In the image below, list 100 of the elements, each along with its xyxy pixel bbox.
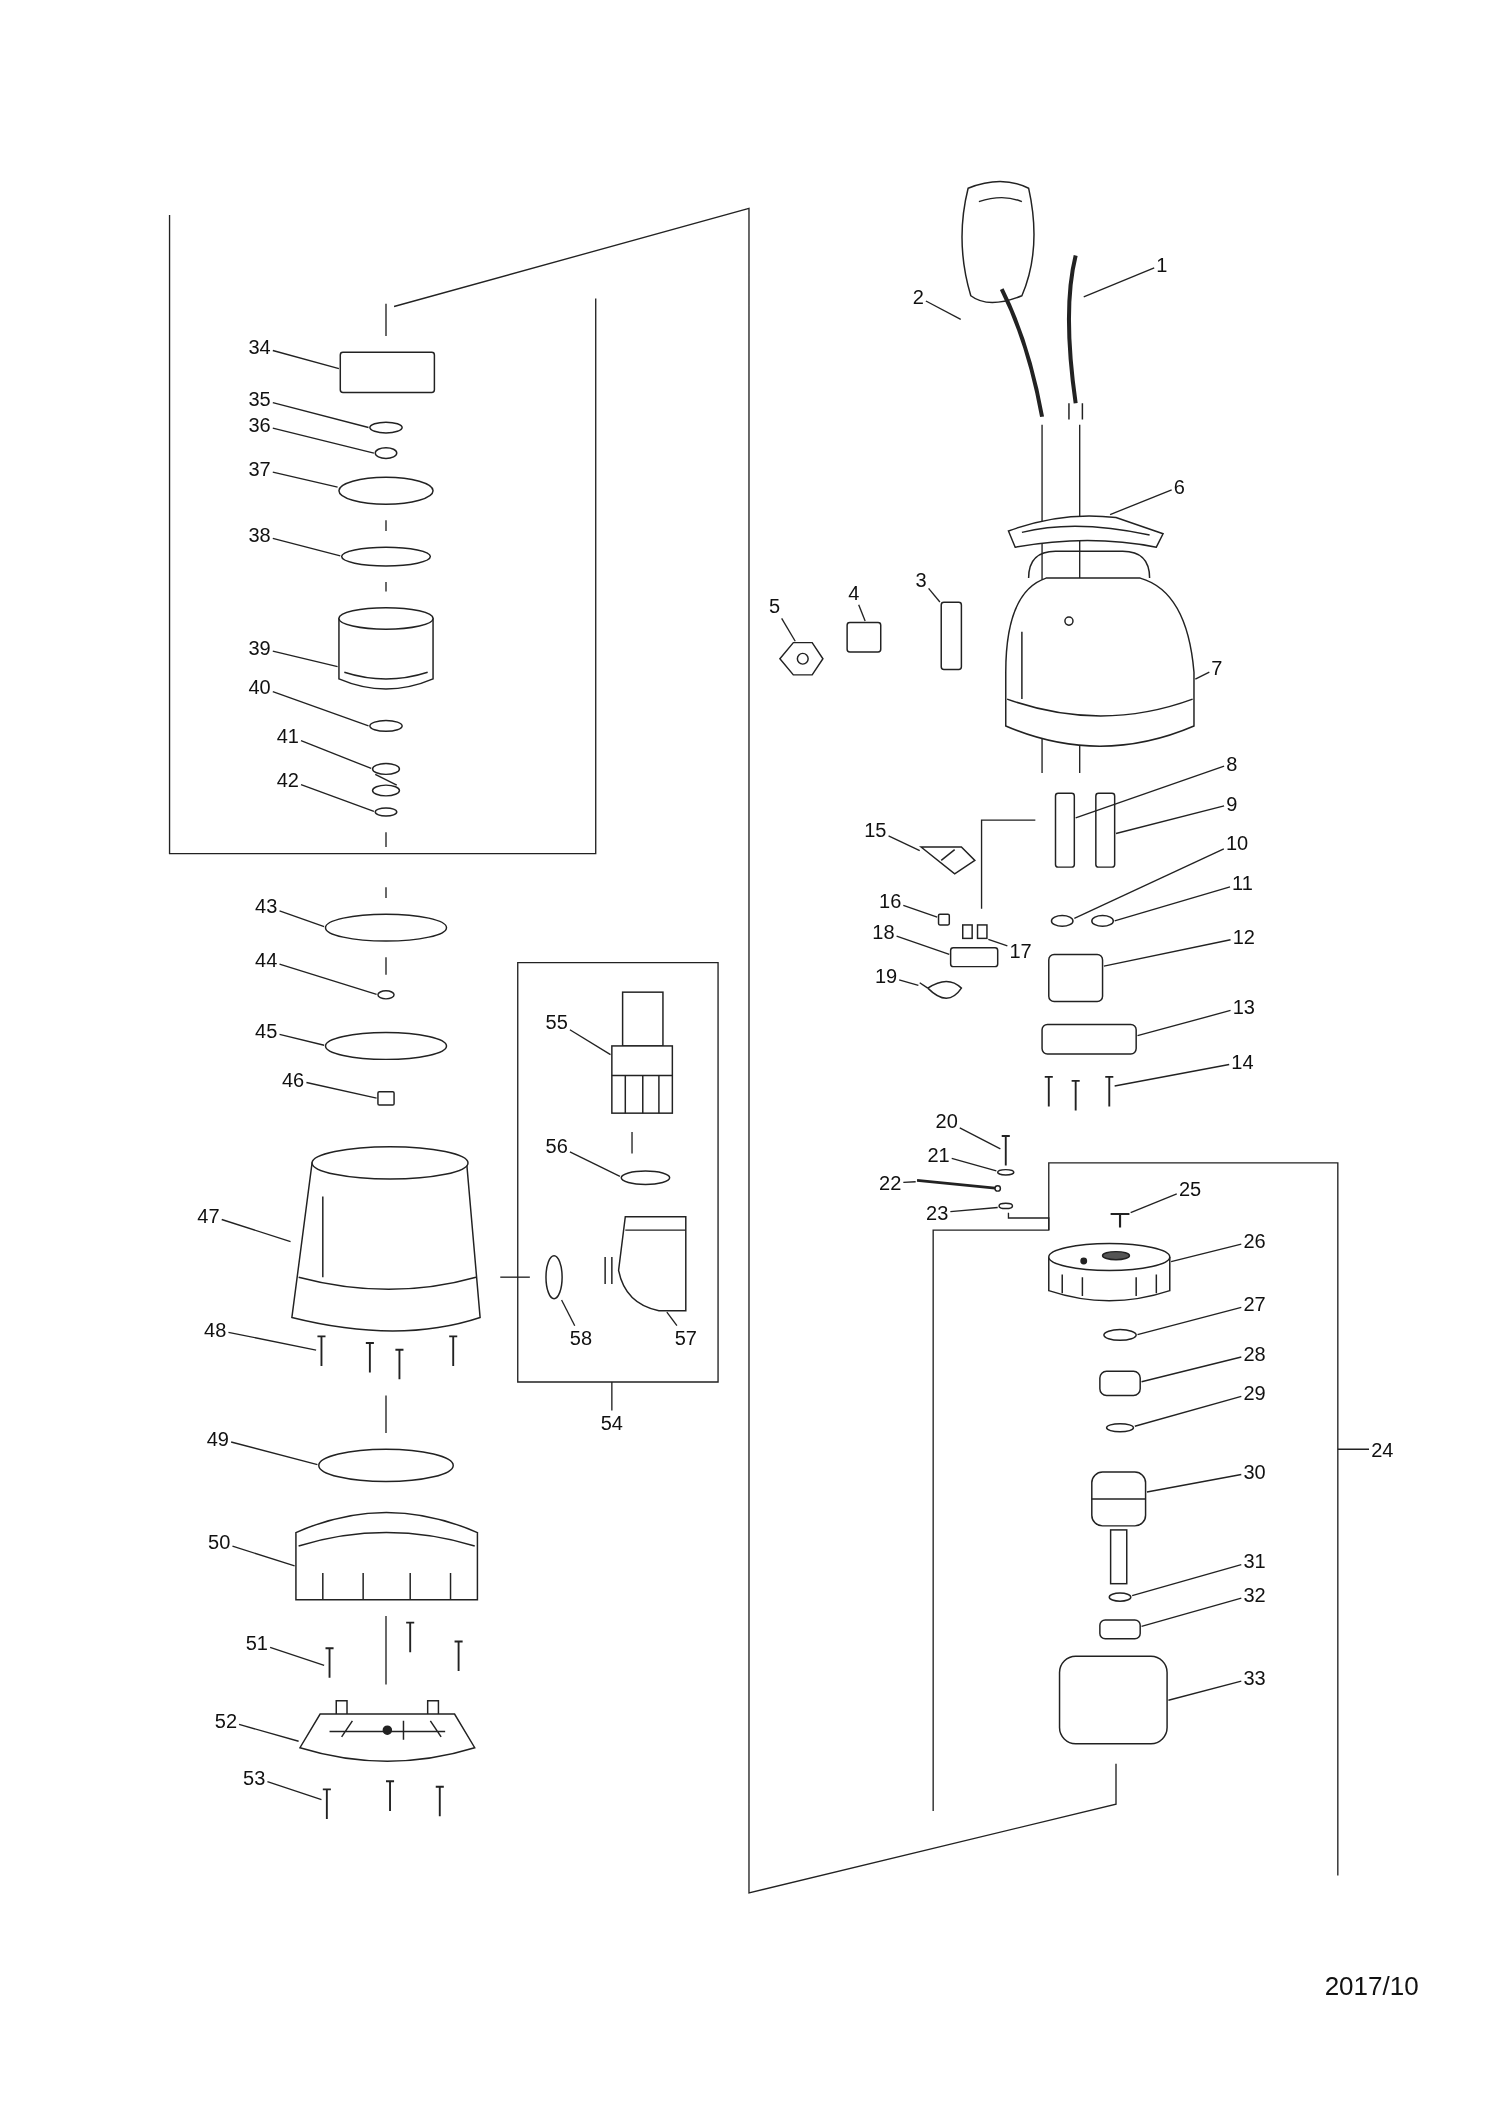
leader-line xyxy=(902,1181,917,1184)
rotor-drawing xyxy=(1091,1471,1147,1585)
callout-number: 25 xyxy=(1176,1176,1204,1201)
foot-drawing xyxy=(299,1699,476,1762)
callout-number: 24 xyxy=(1369,1437,1396,1462)
stator-drawing xyxy=(1058,1655,1168,1745)
leader-line xyxy=(278,963,378,996)
knob-drawing xyxy=(778,641,824,676)
seal-drawing xyxy=(369,719,403,733)
grommet-drawing xyxy=(1091,914,1115,927)
callout-number: 34 xyxy=(246,334,273,359)
cup-drawing xyxy=(338,606,434,690)
callout-number: 33 xyxy=(1241,1666,1268,1691)
leader-line xyxy=(1194,671,1210,680)
callout-number: 8 xyxy=(1224,751,1240,776)
leader-line xyxy=(238,1723,300,1742)
callout-number: 4 xyxy=(846,581,862,605)
callout-number: 43 xyxy=(253,894,280,919)
leader-line xyxy=(1136,1306,1242,1336)
callout-number: 45 xyxy=(253,1019,280,1044)
cord-drawing xyxy=(1066,255,1084,421)
leader-line xyxy=(1167,1680,1242,1701)
leader-line xyxy=(305,1081,378,1099)
leader-line xyxy=(278,1033,325,1046)
callout-number: 55 xyxy=(543,1009,570,1034)
cover-drawing xyxy=(1048,1242,1171,1302)
callout-number: 54 xyxy=(598,1410,625,1435)
screw-drawing xyxy=(324,1621,464,1679)
leader-line xyxy=(611,1381,613,1412)
leader-line xyxy=(1134,1395,1242,1427)
callout-number: 37 xyxy=(246,457,273,482)
leader-line xyxy=(300,739,372,770)
callout-number: 7 xyxy=(1209,656,1225,681)
hose-adapter-drawing xyxy=(611,991,674,1114)
float-switch-drawing xyxy=(961,180,1045,418)
leader-line xyxy=(887,835,921,852)
leader-line xyxy=(230,1441,319,1466)
holder-drawing xyxy=(846,621,882,653)
leader-line xyxy=(569,1151,621,1177)
callout-number: 26 xyxy=(1241,1229,1268,1254)
callout-number: 36 xyxy=(246,412,273,437)
callout-number: 20 xyxy=(933,1109,960,1134)
callout-number: 21 xyxy=(925,1143,952,1168)
callout-number: 5 xyxy=(766,594,783,619)
leader-line xyxy=(272,537,341,557)
callout-number: 14 xyxy=(1229,1050,1256,1075)
date-code: 2017/10 xyxy=(1324,1971,1419,2003)
callout-number: 27 xyxy=(1241,1292,1268,1317)
callout-number: 12 xyxy=(1230,925,1257,950)
nut-drawing xyxy=(374,446,398,460)
leader-line xyxy=(272,471,339,488)
callout-number: 16 xyxy=(877,888,904,913)
cap-drawing xyxy=(937,913,951,926)
cover-drawing xyxy=(338,476,434,505)
washer-drawing xyxy=(377,990,395,1000)
callout-number: 9 xyxy=(1224,792,1240,817)
leader-line xyxy=(987,938,1009,947)
screw-drawing xyxy=(316,1335,459,1381)
callout-number: 23 xyxy=(924,1200,951,1225)
leader-line xyxy=(1140,1597,1242,1627)
o-ring-drawing xyxy=(545,1254,563,1300)
callout-number: 13 xyxy=(1230,995,1257,1020)
leader-line xyxy=(272,401,370,429)
leader-line xyxy=(1103,939,1232,967)
callout-number: 1 xyxy=(1154,252,1170,277)
callout-number: 32 xyxy=(1241,1582,1268,1607)
callout-number: 39 xyxy=(246,636,273,661)
callout-number: 30 xyxy=(1241,1460,1268,1485)
cap-drawing xyxy=(962,924,988,940)
leader-line xyxy=(925,300,962,320)
leader-line xyxy=(1073,848,1225,919)
leader-line xyxy=(1115,805,1225,835)
leader-line xyxy=(227,1331,317,1351)
callout-number: 56 xyxy=(543,1133,570,1158)
grommet-drawing xyxy=(1050,914,1074,927)
o-ring-drawing xyxy=(318,1448,454,1483)
callout-number: 57 xyxy=(672,1325,699,1350)
pump-housing-drawing xyxy=(291,1146,481,1332)
terminal-block-drawing xyxy=(949,947,999,968)
callout-number: 18 xyxy=(870,919,897,944)
washer-drawing xyxy=(1108,1592,1132,1602)
callout-number: 51 xyxy=(243,1631,270,1656)
callout-number: 17 xyxy=(1007,938,1034,963)
leader-line xyxy=(1131,1563,1242,1597)
callout-number: 28 xyxy=(1241,1342,1268,1367)
leader-line xyxy=(1170,1243,1242,1263)
callout-number: 11 xyxy=(1230,871,1255,896)
leader-line xyxy=(269,1646,325,1666)
leader-line xyxy=(1146,1473,1242,1493)
washer-drawing xyxy=(374,807,398,817)
callout-number: 50 xyxy=(206,1530,233,1555)
handle-cover-drawing xyxy=(1007,515,1164,548)
leader-line xyxy=(1114,886,1231,922)
o-ring-drawing xyxy=(324,913,448,942)
gasket-drawing xyxy=(620,1170,671,1186)
leader-line xyxy=(949,1206,999,1213)
leader-line xyxy=(266,1781,323,1801)
leader-line xyxy=(272,427,375,454)
motor-housing-drawing xyxy=(1005,550,1195,747)
bearing-drawing xyxy=(1099,1619,1141,1640)
